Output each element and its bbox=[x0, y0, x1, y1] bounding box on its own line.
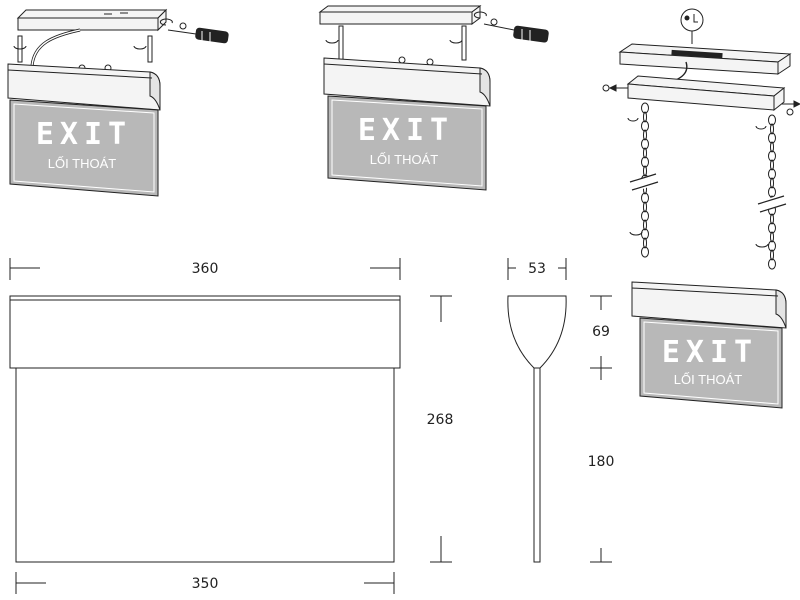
side-housing-profile bbox=[507, 295, 567, 369]
sign-housing bbox=[631, 281, 787, 329]
dimension-total-height bbox=[430, 295, 452, 563]
exit-sublabel: LỐI THOÁT bbox=[48, 156, 116, 171]
install-view-chain-suspension: EXIT LỐI THOÁT bbox=[602, 8, 800, 409]
chain-link bbox=[770, 141, 774, 153]
suspension-chain-left bbox=[641, 102, 649, 258]
install-view-ceiling-mount: EXIT LỐI THOÁT bbox=[7, 8, 229, 197]
chain-link bbox=[643, 111, 647, 123]
sign-housing bbox=[323, 57, 491, 107]
chain-link bbox=[770, 123, 774, 135]
chain-link bbox=[643, 129, 647, 141]
chain-link bbox=[641, 210, 649, 222]
chain-link bbox=[770, 231, 774, 243]
hanging-rod-right bbox=[147, 35, 153, 63]
chain-link bbox=[641, 102, 649, 114]
dimension-width-top bbox=[9, 258, 401, 280]
dimension-label-width-bottom: 350 bbox=[192, 576, 219, 592]
chain-link bbox=[768, 222, 776, 234]
suspension-chain-right bbox=[768, 114, 776, 270]
dimension-housing-height bbox=[590, 295, 612, 380]
chain-link bbox=[641, 120, 649, 132]
chain-link bbox=[770, 213, 774, 225]
chain-link bbox=[643, 237, 647, 249]
side-panel-profile bbox=[533, 367, 541, 563]
dimension-label-housing-height: 69 bbox=[592, 324, 610, 340]
screwdriver-icon bbox=[483, 23, 549, 43]
chain-link bbox=[643, 147, 647, 159]
chain-link bbox=[641, 246, 649, 258]
exit-panel: EXIT LỐI THOÁT bbox=[9, 99, 159, 197]
chain-link bbox=[641, 192, 649, 204]
chain-link bbox=[643, 219, 647, 231]
exit-sublabel: LỐI THOÁT bbox=[370, 152, 438, 167]
break-mark bbox=[629, 173, 787, 213]
exit-label: EXIT bbox=[36, 117, 132, 152]
exit-label: EXIT bbox=[662, 335, 758, 370]
chain-link bbox=[768, 258, 776, 270]
front-elevation-drawing bbox=[9, 295, 401, 563]
chain-link bbox=[768, 168, 776, 180]
rotation-arrow-icon bbox=[627, 117, 769, 248]
detail-callout-icon bbox=[680, 8, 704, 44]
dimension-label-width-top: 360 bbox=[192, 261, 219, 277]
chain-link bbox=[641, 156, 649, 168]
dimension-panel-height bbox=[590, 548, 612, 563]
exit-label: EXIT bbox=[358, 113, 454, 148]
chain-link bbox=[770, 177, 774, 189]
chain-link bbox=[770, 249, 774, 261]
mounting-bracket bbox=[16, 8, 168, 32]
exit-panel: EXIT LỐI THOÁT bbox=[327, 95, 487, 191]
dimension-width-bottom bbox=[15, 572, 395, 594]
side-profile-drawing bbox=[507, 295, 567, 563]
chain-link bbox=[643, 165, 647, 177]
dimension-depth bbox=[507, 258, 567, 280]
chain-link bbox=[770, 159, 774, 171]
front-housing bbox=[9, 295, 401, 369]
rotation-arrow-icon bbox=[325, 11, 487, 44]
screwdriver-icon bbox=[167, 27, 229, 44]
dimension-label-depth: 53 bbox=[528, 261, 546, 277]
exit-panel: EXIT LỐI THOÁT bbox=[639, 317, 783, 409]
exit-sublabel: LỐI THOÁT bbox=[674, 372, 742, 387]
sign-housing bbox=[7, 63, 161, 111]
chain-link bbox=[768, 150, 776, 162]
chain-link bbox=[641, 138, 649, 150]
install-view-rod-mount: EXIT LỐI THOÁT bbox=[318, 5, 549, 191]
arrow-icon bbox=[602, 84, 800, 116]
ceiling-bracket bbox=[618, 43, 792, 75]
top-bar bbox=[626, 75, 786, 112]
chain-link bbox=[768, 132, 776, 144]
front-panel bbox=[15, 367, 395, 563]
mounting-bracket bbox=[318, 5, 482, 25]
dimension-label-total-height: 268 bbox=[427, 412, 454, 428]
chain-link bbox=[643, 201, 647, 213]
chain-link bbox=[768, 186, 776, 198]
chain-link bbox=[641, 228, 649, 240]
hanging-rod-left bbox=[338, 25, 344, 61]
chain-link bbox=[768, 114, 776, 126]
hanging-rod-right bbox=[461, 25, 467, 61]
step-marker-icon bbox=[398, 18, 498, 66]
chain-link bbox=[768, 240, 776, 252]
dimension-label-panel-height: 180 bbox=[588, 454, 615, 470]
rotation-arrow-icon bbox=[13, 18, 173, 50]
